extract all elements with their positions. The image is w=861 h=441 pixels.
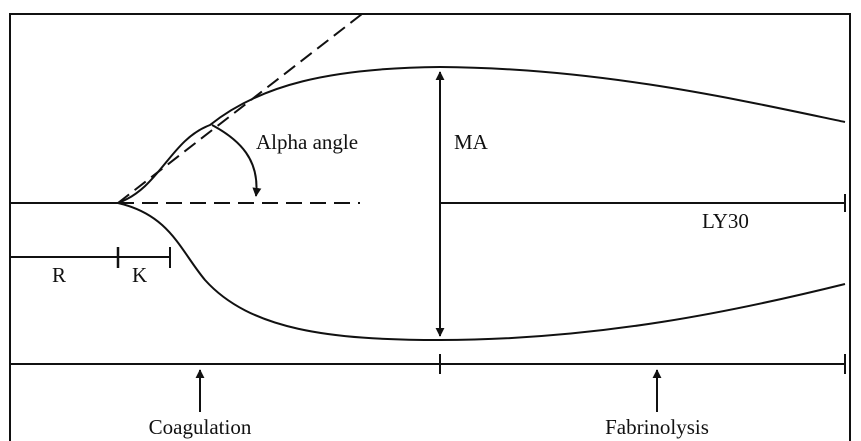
upper-trace-curve [117,65,846,204]
lower-trace-curve [117,202,846,342]
alpha-angle-arc-arrow [211,124,262,197]
ma-label: MA [454,130,489,154]
alpha-angle-label: Alpha angle [256,130,358,154]
diagram-frame [9,13,851,441]
coagulation-label: Coagulation [149,415,252,439]
k-label: K [132,263,147,287]
r-label: R [52,263,66,287]
ly30-label: LY30 [702,209,749,233]
fibrinolysis-label: Fabrinolysis [605,415,709,439]
alpha-tangent-dashed-line [117,13,363,204]
